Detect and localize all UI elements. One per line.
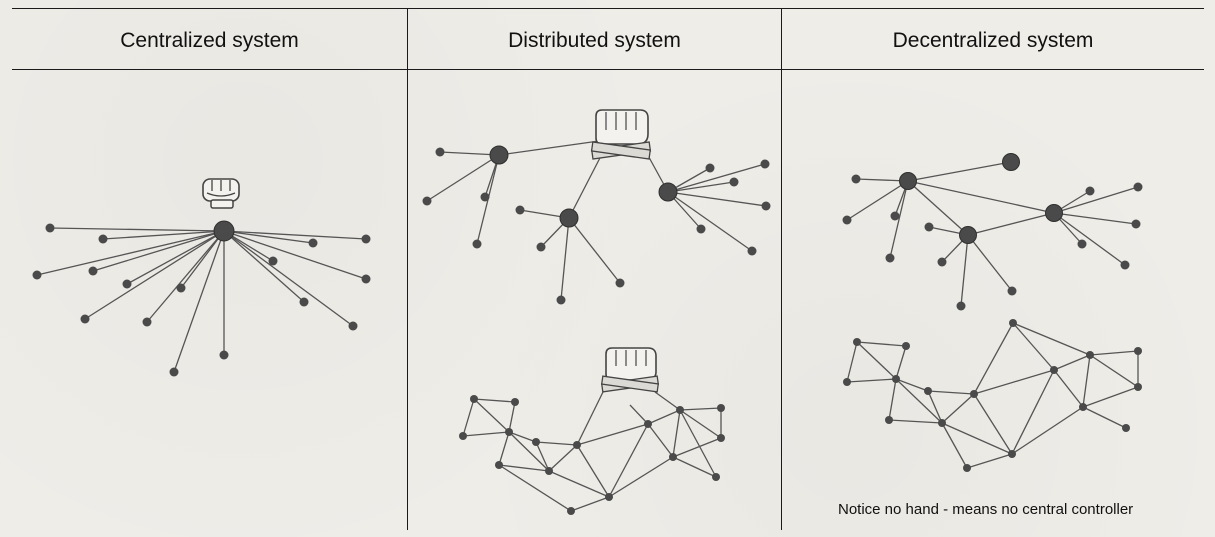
node <box>348 321 358 331</box>
fist-icon <box>202 178 240 209</box>
hand-icon <box>600 347 660 393</box>
node <box>219 350 229 360</box>
hub-node <box>658 182 678 202</box>
hub-node <box>959 226 977 244</box>
centralized-title: Centralized system <box>120 29 299 52</box>
hub-node <box>559 208 579 228</box>
decentralized-title: Decentralized system <box>892 29 1094 52</box>
hub-node <box>489 145 509 165</box>
hub-node <box>1002 153 1020 171</box>
column-divider-1 <box>407 8 408 530</box>
decentralized-hub-nodes <box>842 153 1143 311</box>
decentralized-network-mesh <box>843 319 1142 472</box>
node <box>88 266 98 276</box>
distributed-mesh-nodes <box>459 395 725 515</box>
distributed-hub-nodes <box>422 145 771 305</box>
decentralized-mesh-edges <box>846 322 1139 469</box>
hub-node <box>1045 204 1063 222</box>
distributed-mesh-edges <box>462 391 722 512</box>
node <box>45 223 55 233</box>
node <box>176 283 186 293</box>
node <box>122 279 132 289</box>
hand-icon <box>590 109 652 160</box>
central-hub-node <box>213 220 235 242</box>
centralized-nodes <box>32 220 371 377</box>
node <box>268 256 278 266</box>
node <box>98 234 108 244</box>
node <box>80 314 90 324</box>
node <box>361 234 371 244</box>
distributed-title: Distributed system <box>508 29 681 52</box>
footnote: Notice no hand - means no central contro… <box>838 501 1134 518</box>
node <box>308 238 318 248</box>
node <box>142 317 152 327</box>
decentralized-mesh-nodes <box>843 319 1142 472</box>
distributed-network-hub <box>422 109 771 305</box>
centralized-network <box>32 178 371 377</box>
node <box>299 297 309 307</box>
node <box>32 270 42 280</box>
centralized-edges <box>36 227 367 373</box>
decentralized-hub-edges <box>846 161 1139 307</box>
node <box>361 274 371 284</box>
hub-node <box>899 172 917 190</box>
distributed-network-mesh <box>459 347 725 515</box>
decentralized-network-hubs <box>842 153 1143 311</box>
top-border <box>12 8 1204 9</box>
distributed-hub-edges <box>426 140 767 301</box>
column-divider-2 <box>781 8 782 530</box>
header-divider <box>12 69 1204 70</box>
node <box>169 367 179 377</box>
